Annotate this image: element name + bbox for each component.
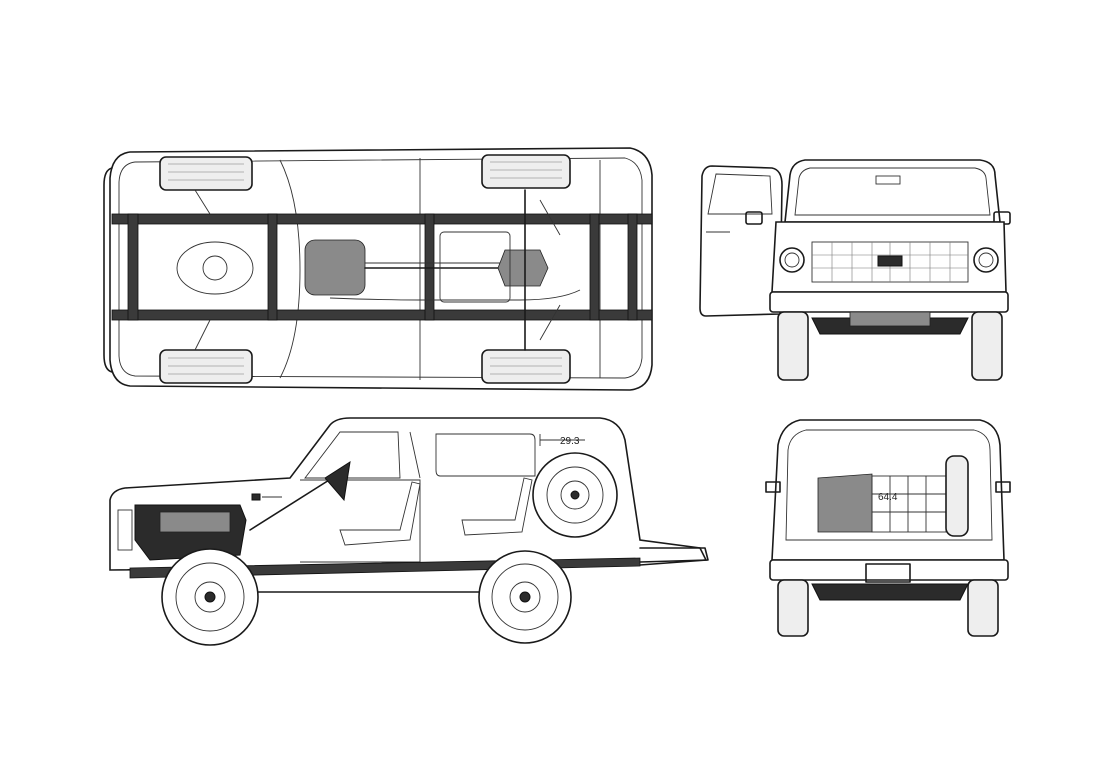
rear-left-tire <box>481 154 571 189</box>
rear-differential <box>497 249 549 287</box>
front-left-tire <box>159 156 253 191</box>
right-headlight <box>973 247 999 273</box>
side-view: 29.3 <box>109 417 709 646</box>
rear-view-left-tire <box>777 579 809 637</box>
engine-block <box>176 241 254 295</box>
transmission <box>304 239 366 296</box>
open-door <box>699 165 783 317</box>
front-view <box>699 159 1011 381</box>
front-bumper <box>769 291 1009 313</box>
rear-view-right-tire <box>967 579 999 637</box>
rear-bumper <box>769 559 1009 581</box>
left-frame-rail <box>111 213 653 225</box>
rear-right-tire <box>481 349 571 384</box>
spare-height-dimension: 29.3 <box>560 436 580 447</box>
side-rear-wheel <box>478 550 572 644</box>
side-window <box>435 433 536 477</box>
fuel-tank <box>439 231 511 303</box>
license-plate <box>865 563 911 583</box>
underside-view <box>103 147 653 391</box>
right-frame-rail <box>111 309 653 321</box>
front-view-right-tire <box>971 311 1003 381</box>
front-seat <box>339 481 421 546</box>
cargo-cutaway <box>817 473 873 533</box>
rear-spare-tire <box>945 455 969 537</box>
front-view-left-tire <box>777 311 809 381</box>
rear-seat <box>461 477 533 536</box>
side-front-wheel <box>161 548 259 646</box>
left-headlight <box>779 247 805 273</box>
front-right-tire <box>159 349 253 384</box>
rear-view: 64.4 <box>765 419 1011 637</box>
cargo-width-dimension: 64.4 <box>878 492 898 503</box>
